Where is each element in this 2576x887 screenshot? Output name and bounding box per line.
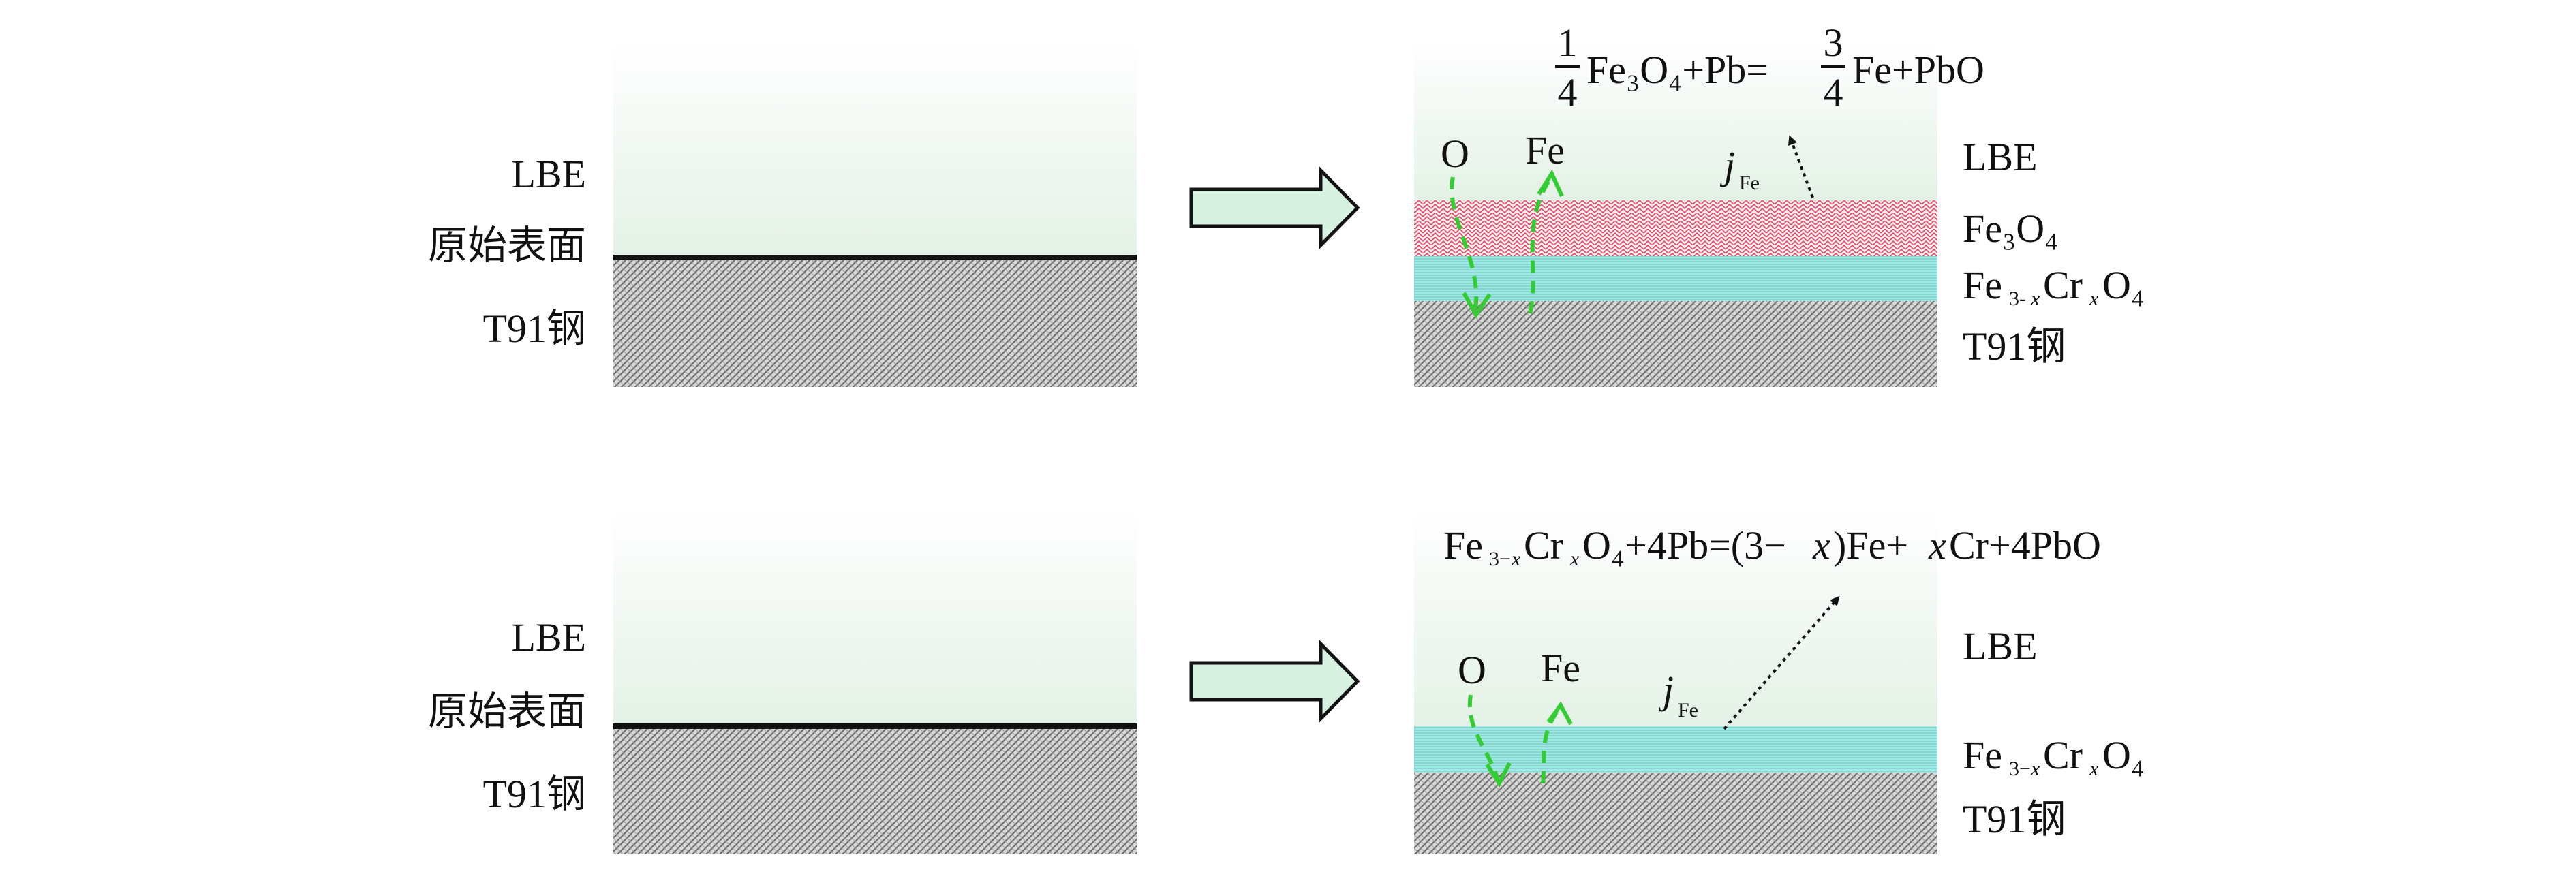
- equation-middle: Fe₃O₄+Pb=: [1586, 48, 1768, 92]
- equation-end: Fe+PbO: [1852, 48, 1984, 92]
- spinel-layer: [1414, 726, 1937, 773]
- lbe-region: [1414, 41, 1937, 200]
- lbe-label: LBE: [511, 152, 586, 196]
- spinel-label-cr: Cr: [2043, 263, 2083, 307]
- spinel-label-fe: Fe: [1963, 263, 2002, 307]
- process-arrow: [1189, 166, 1360, 250]
- top-before-panel: LBE 原始表面 T91钢: [428, 41, 1137, 387]
- eq-fe2: )Fe+: [1833, 523, 1908, 567]
- steel-region: [613, 726, 1137, 854]
- surface-label: 原始表面: [428, 689, 586, 734]
- spinel-label-cr: Cr: [2043, 733, 2083, 777]
- iron-flux-arrow: [1723, 595, 1840, 730]
- spinel-label-sub1: 3−: [2009, 758, 2031, 780]
- oxygen-label: O: [1458, 648, 1486, 692]
- top-after-panel: 1 4 Fe₃O₄+Pb= 3 4 Fe+PbO O Fe j Fe LBE: [1414, 20, 2145, 387]
- frac1-denominator: 4: [1558, 70, 1578, 114]
- eq-sub2: x: [1511, 548, 1521, 570]
- spinel-label-o4: O₄: [2102, 733, 2145, 777]
- eq-x2: x: [1928, 523, 1946, 567]
- spinel-label-sub2: x: [2030, 758, 2040, 780]
- frac1-numerator: 1: [1558, 20, 1578, 65]
- fe3o4-layer: [1414, 200, 1937, 256]
- eq-x1: x: [1812, 523, 1830, 567]
- steel-region: [613, 258, 1137, 387]
- spinel-label-sub3: x: [2089, 758, 2099, 780]
- bottom-row: LBE 原始表面 T91钢 Fe 3− x Cr x O₄+4Pb=(3− x …: [428, 510, 2145, 854]
- reaction-equation: Fe 3− x Cr x O₄+4Pb=(3− x )Fe+ x Cr+4PbO: [1443, 523, 2101, 570]
- eq-sub1: 3−: [1489, 548, 1511, 570]
- lbe-region: [1414, 510, 1937, 726]
- spinel-label: Fe 3− x Cr x O₄: [1963, 733, 2145, 780]
- eq-end: Cr+4PbO: [1949, 523, 2101, 567]
- steel-label: T91钢: [1963, 324, 2066, 369]
- spinel-label-sub1: 3-: [2009, 287, 2026, 310]
- spinel-label-sub2: x: [2030, 287, 2040, 310]
- eq-mid: O₄+4Pb=(3−: [1582, 523, 1786, 567]
- spinel-layer: [1414, 256, 1937, 301]
- surface-label: 原始表面: [428, 223, 586, 268]
- eq-fe: Fe: [1443, 523, 1483, 567]
- bottom-after-panel: Fe 3− x Cr x O₄+4Pb=(3− x )Fe+ x Cr+4PbO…: [1414, 510, 2145, 854]
- iron-label: Fe: [1525, 128, 1565, 172]
- oxygen-arrowhead: [1462, 292, 1492, 319]
- steel-label: T91钢: [1963, 797, 2066, 841]
- iron-label: Fe: [1541, 646, 1580, 690]
- lbe-region: [613, 510, 1137, 726]
- oxygen-label: O: [1441, 131, 1469, 176]
- eq-sub3: x: [1569, 548, 1580, 570]
- steel-region: [1414, 301, 1937, 387]
- lbe-label: LBE: [511, 615, 586, 659]
- steel-region: [1414, 773, 1937, 854]
- iron-arrowhead: [1537, 169, 1564, 198]
- steel-label: T91钢: [483, 772, 586, 816]
- steel-label: T91钢: [483, 307, 586, 351]
- lbe-label: LBE: [1963, 135, 2038, 179]
- oxygen-inward-diffusion-arrow: [1450, 176, 1479, 311]
- iron-arrowhead: [1546, 701, 1573, 726]
- bottom-before-panel: LBE 原始表面 T91钢: [428, 510, 1137, 854]
- process-arrow: [1189, 639, 1360, 723]
- oxygen-arrowhead: [1485, 762, 1512, 788]
- fe3o4-label: Fe₃O₄: [1963, 206, 2058, 251]
- lbe-region: [613, 41, 1137, 258]
- flux-subscript: Fe: [1678, 699, 1698, 721]
- frac2-numerator: 3: [1824, 20, 1843, 65]
- spinel-label-fe: Fe: [1963, 733, 2002, 777]
- eq-cr: Cr: [1524, 523, 1563, 567]
- oxygen-inward-diffusion-arrow: [1467, 694, 1500, 781]
- flux-subscript: Fe: [1739, 172, 1760, 194]
- reaction-equation: 1 4 Fe₃O₄+Pb= 3 4 Fe+PbO: [1555, 20, 1984, 114]
- top-row: LBE 原始表面 T91钢 1 4 Fe₃O₄+Pb= 3 4 Fe+PbO: [428, 20, 2145, 387]
- spinel-label-sub3: x: [2089, 287, 2099, 310]
- frac2-denominator: 4: [1824, 70, 1843, 114]
- spinel-label: Fe 3- x Cr x O₄: [1963, 263, 2145, 310]
- spinel-label-o4: O₄: [2102, 263, 2145, 307]
- lbe-label: LBE: [1963, 624, 2038, 668]
- iron-flux-arrow: [1788, 135, 1814, 198]
- iron-outward-diffusion-arrow: [1528, 177, 1552, 314]
